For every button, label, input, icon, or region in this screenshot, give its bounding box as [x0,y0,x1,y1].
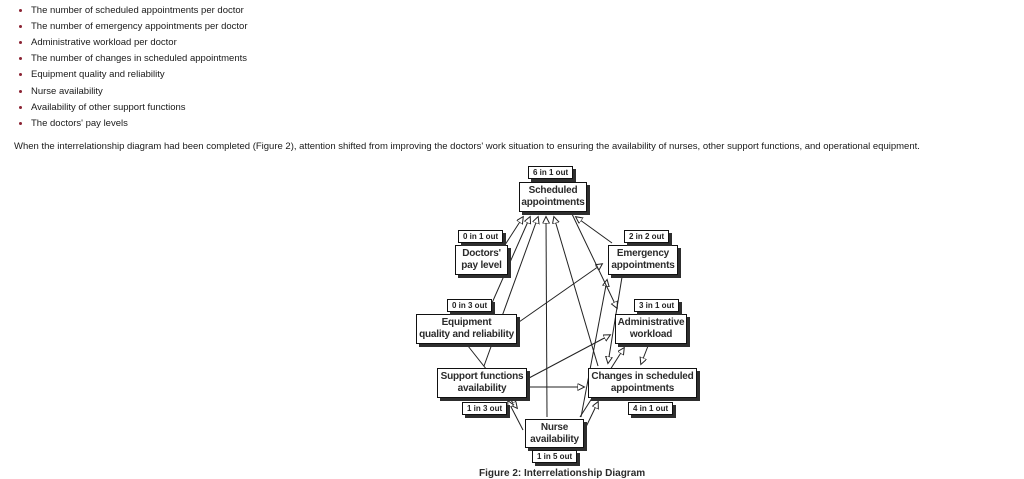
node-administrative-workload: Administrative workload [615,314,687,344]
bullet-icon [19,8,22,12]
list-item-text: Equipment quality and reliability [31,69,165,81]
node-nurse-availability: Nurse availability [525,419,584,448]
badge-equipment-quality: 0 in 3 out [447,299,493,312]
list-item-text: The number of emergency appointments per… [31,20,248,32]
badge-emergency-appointments: 2 in 2 out [624,230,670,243]
edge-support-to-admin [528,335,610,379]
list-item: Administrative workload per doctor [0,34,1024,50]
bullet-icon [19,89,22,93]
edge-support-to-scheduled [483,217,538,367]
list-item-text: The number of scheduled appointments per… [31,4,244,16]
bullet-icon [19,24,22,28]
bullet-icon [19,105,22,109]
list-item: The number of emergency appointments per… [0,18,1024,34]
node-emergency-appointments: Emergency appointments [608,245,678,275]
edge-emergency-to-scheduled [576,217,613,244]
badge-doctors-pay-level: 0 in 1 out [458,230,504,243]
badge-administrative-workload: 3 in 1 out [634,299,680,312]
badge-nurse-availability: 1 in 5 out [532,450,578,463]
bullet-icon [19,57,22,61]
intro-paragraph: When the interrelationship diagram had b… [14,141,920,152]
edge-emergency-to-changes [608,276,623,363]
edge-doctors_pay-to-scheduled [502,217,523,249]
bullet-icon [19,73,22,77]
edge-nurse-to-scheduled [546,217,547,418]
badge-support-functions: 1 in 3 out [462,402,508,415]
list-item-text: The doctors' pay levels [31,117,128,129]
edge-nurse-to-support [508,401,524,431]
edge-equipment-to-nurse [467,345,517,408]
list-item-text: The number of changes in scheduled appoi… [31,53,247,65]
bullet-list: The number of scheduled appointments per… [0,2,1024,132]
list-item: The number of scheduled appointments per… [0,2,1024,18]
list-item-text: Administrative workload per doctor [31,36,177,48]
edge-nurse-to-emergency [580,280,607,418]
figure-caption: Figure 2: Interrelationship Diagram [479,468,646,479]
edge-nurse-to-admin [579,348,624,418]
badge-changes-in-scheduled: 4 in 1 out [628,402,674,415]
node-equipment-quality: Equipment quality and reliability [416,314,517,344]
edge-equipment-to-emergency [518,264,602,323]
bullet-icon [19,40,22,44]
node-scheduled-appointments: Scheduled appointments [519,182,587,212]
bullet-icon [19,121,22,125]
edge-nurse-to-changes [584,402,598,430]
node-support-functions: Support functions availability [437,368,527,398]
edge-equipment-to-scheduled [487,217,530,313]
list-item: Nurse availability [0,83,1024,99]
edge-scheduled-to-admin [571,213,617,308]
node-changes-in-scheduled: Changes in scheduled appointments [588,368,697,398]
list-item: The number of changes in scheduled appoi… [0,51,1024,67]
badge-scheduled-appointments: 6 in 1 out [528,166,574,179]
list-item: Equipment quality and reliability [0,67,1024,83]
list-item-text: Nurse availability [31,85,103,97]
edge-admin-to-changes [641,345,649,364]
list-item: Availability of other support functions [0,99,1024,115]
node-doctors-pay-level: Doctors' pay level [455,245,508,275]
list-item: The doctors' pay levels [0,115,1024,131]
edge-changes-to-scheduled [554,217,599,367]
list-item-text: Availability of other support functions [31,101,186,113]
